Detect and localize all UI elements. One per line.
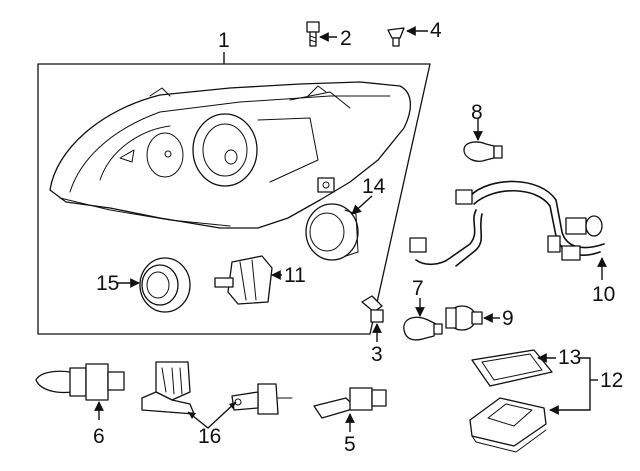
callout-14: 14 <box>362 175 386 198</box>
leader-16 <box>187 401 237 429</box>
callout-11: 11 <box>284 264 306 287</box>
part-9-socket <box>445 305 483 331</box>
callout-9: 9 <box>502 307 514 330</box>
part-11-actuator <box>214 255 273 305</box>
headlamp-housing <box>49 81 411 229</box>
callout-7: 7 <box>412 277 424 300</box>
part-2-bolt <box>306 21 320 47</box>
callout-16: 16 <box>198 425 222 448</box>
leader-14 <box>351 195 373 215</box>
callout-5: 5 <box>344 433 356 456</box>
callout-12: 12 <box>600 369 624 392</box>
part-3-screw <box>361 295 384 323</box>
part-4-clip <box>387 27 405 47</box>
part-14-socket <box>305 203 359 261</box>
part-7-wedge-bulb <box>403 316 443 341</box>
assembly-frame <box>37 63 431 335</box>
callout-15: 15 <box>96 272 120 295</box>
part-16-bracket <box>141 361 293 415</box>
part-6-headlamp-bulb <box>35 363 125 401</box>
callout-6: 6 <box>93 425 105 448</box>
bracket-12 <box>549 357 591 415</box>
callout-4: 4 <box>430 19 442 42</box>
callout-10: 10 <box>592 283 616 306</box>
part-12-ballast <box>469 397 547 453</box>
part-8-bulb <box>463 141 503 162</box>
part-5-bulb <box>313 387 387 419</box>
callout-13: 13 <box>558 346 582 369</box>
part-15-ring <box>139 257 191 313</box>
part-10-wiring-harness <box>409 180 605 267</box>
callout-1: 1 <box>218 29 230 52</box>
callout-8: 8 <box>471 101 483 124</box>
callout-3: 3 <box>371 343 383 366</box>
callout-2: 2 <box>340 27 352 50</box>
part-13-gasket <box>471 349 553 387</box>
